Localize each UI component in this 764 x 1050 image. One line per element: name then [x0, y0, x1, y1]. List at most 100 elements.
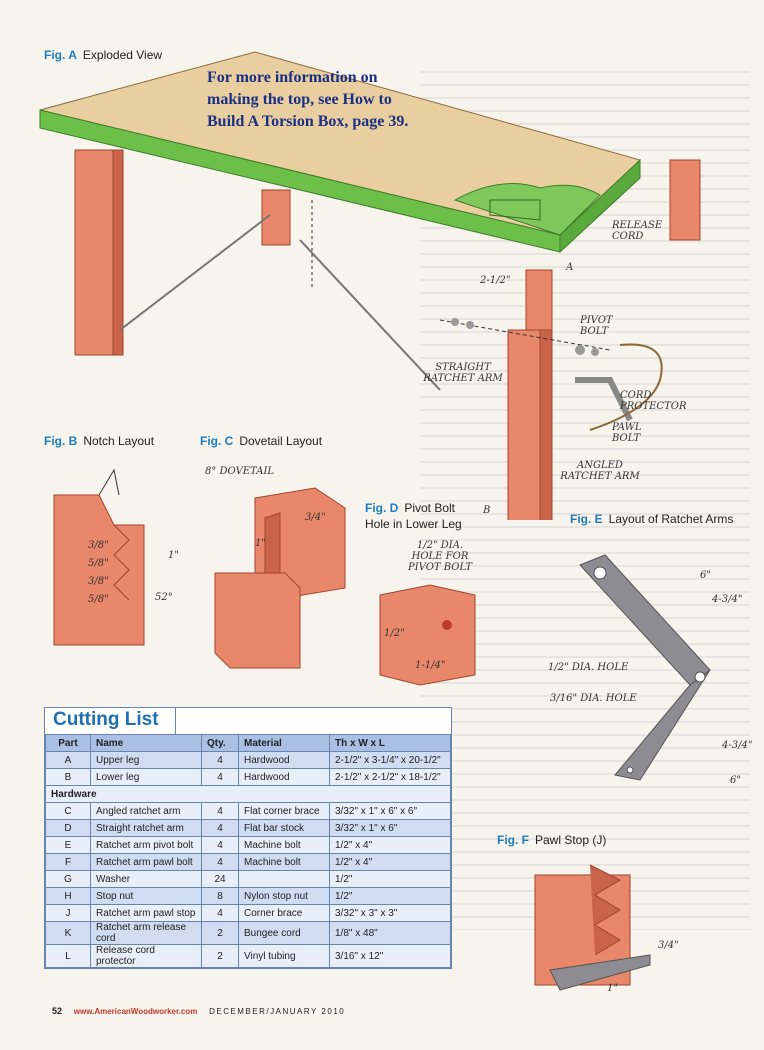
cell-name: Lower leg: [90, 768, 202, 786]
label-release-cord: RELEASE CORD: [612, 220, 663, 242]
header-qty: Qty.: [201, 734, 239, 752]
cell-name: Ratchet arm release cord: [90, 921, 202, 945]
notch-dim-3: 3/8": [88, 576, 109, 587]
cell-qty: 4: [201, 836, 239, 854]
cell-material: Hardwood: [238, 768, 330, 786]
cell-qty: 2: [201, 944, 239, 968]
cell-qty: 4: [201, 768, 239, 786]
cell-dimensions: 1/2": [329, 870, 451, 888]
cell-name: Release cord protector: [90, 944, 202, 968]
footer-issue: DECEMBER/JANUARY 2010: [209, 1007, 346, 1016]
cell-part: B: [45, 768, 91, 786]
cell-qty: 4: [201, 904, 239, 922]
fig-d-pivot-hole: [379, 584, 476, 686]
cell-material: Machine bolt: [238, 836, 330, 854]
cell-name: Upper leg: [90, 751, 202, 769]
cell-part: G: [45, 870, 91, 888]
cell-material: Flat bar stock: [238, 819, 330, 837]
arm-dim-1: 6": [700, 570, 711, 581]
cell-qty: 24: [201, 870, 239, 888]
cell-material: Vinyl tubing: [238, 944, 330, 968]
page-number: 52: [52, 1006, 63, 1016]
cell-qty: 8: [201, 887, 239, 905]
cell-material: Nylon stop nut: [238, 887, 330, 905]
cell-dimensions: 1/8" x 48": [329, 921, 451, 945]
notch-dim-4: 5/8": [88, 594, 109, 605]
arm-hole-1: 1/2" DIA. HOLE: [548, 662, 629, 673]
page-footer: 52 www.AmericanWoodworker.com DECEMBER/J…: [52, 1006, 345, 1016]
cell-qty: 4: [201, 751, 239, 769]
cell-dimensions: 1/2" x 4": [329, 836, 451, 854]
fig-f-pawl-stop: [534, 864, 651, 991]
pivot-dim-2: 1-1/4": [415, 660, 446, 671]
notch-dim-2: 5/8": [88, 558, 109, 569]
fig-c-dovetail-layout: [214, 487, 346, 669]
cell-material: Bungee cord: [238, 921, 330, 945]
fig-b-notch-layout: [53, 468, 145, 646]
cell-part: H: [45, 887, 91, 905]
dovetail-dim-1: 3/4": [305, 512, 326, 523]
cell-part: C: [45, 802, 91, 820]
cell-qty: 4: [201, 802, 239, 820]
cell-dimensions: 3/16" x 12": [329, 944, 451, 968]
cell-qty: 4: [201, 853, 239, 871]
cell-name: Ratchet arm pivot bolt: [90, 836, 202, 854]
label-part-a: A: [566, 262, 574, 273]
cell-name: Angled ratchet arm: [90, 802, 202, 820]
cell-name: Stop nut: [90, 887, 202, 905]
cell-part: A: [45, 751, 91, 769]
cell-dimensions: 2-1/2" x 3-1/4" x 20-1/2": [329, 751, 451, 769]
cell-dimensions: 1/2" x 4": [329, 853, 451, 871]
label-straight-arm: STRAIGHT RATCHET ARM: [423, 362, 503, 384]
cell-material: [238, 870, 330, 888]
label-pivot-bolt: PIVOT BOLT: [580, 315, 613, 337]
cell-part: D: [45, 819, 91, 837]
cell-name: Washer: [90, 870, 202, 888]
cell-material: Hardwood: [238, 751, 330, 769]
cell-part: E: [45, 836, 91, 854]
fig-e-ratchet-arms: [579, 554, 711, 781]
label-cord-protector: CORD PROTECTOR: [620, 390, 687, 412]
notch-angle: 52°: [155, 592, 173, 603]
cell-dimensions: 1/2": [329, 887, 451, 905]
arm-dim-2: 4-3/4": [712, 594, 743, 605]
cell-material: Flat corner brace: [238, 802, 330, 820]
arm-dim-3: 4-3/4": [722, 740, 753, 751]
cell-dimensions: 3/32" x 1" x 6": [329, 819, 451, 837]
header-material: Material: [238, 734, 330, 752]
cell-dimensions: 3/32" x 3" x 3": [329, 904, 451, 922]
label-dim-2-5: 2-1/2": [480, 275, 511, 286]
label-part-b: B: [483, 505, 491, 516]
footer-url: www.AmericanWoodworker.com: [73, 1007, 198, 1016]
pawl-dim-1: 3/4": [658, 940, 679, 951]
cell-dimensions: 2-1/2" x 2-1/2" x 18-1/2": [329, 768, 451, 786]
table-header-row: Part Name Qty. Material Th x W x L: [45, 734, 451, 752]
header-name: Name: [90, 734, 202, 752]
table-section-row: Hardware: [45, 785, 451, 803]
arm-dim-4: 6": [730, 775, 741, 786]
cell-part: K: [45, 921, 91, 945]
cell-name: Ratchet arm pawl bolt: [90, 853, 202, 871]
cell-qty: 2: [201, 921, 239, 945]
label-pawl-bolt: PAWL BOLT: [612, 422, 642, 444]
cutting-list: Cutting List Part Name Qty. Material Th …: [44, 707, 452, 969]
cell-material: Corner brace: [238, 904, 330, 922]
fig-a-exploded-view: [39, 51, 701, 520]
cutting-list-title: Cutting List: [53, 709, 159, 730]
cell-part: L: [45, 944, 91, 968]
